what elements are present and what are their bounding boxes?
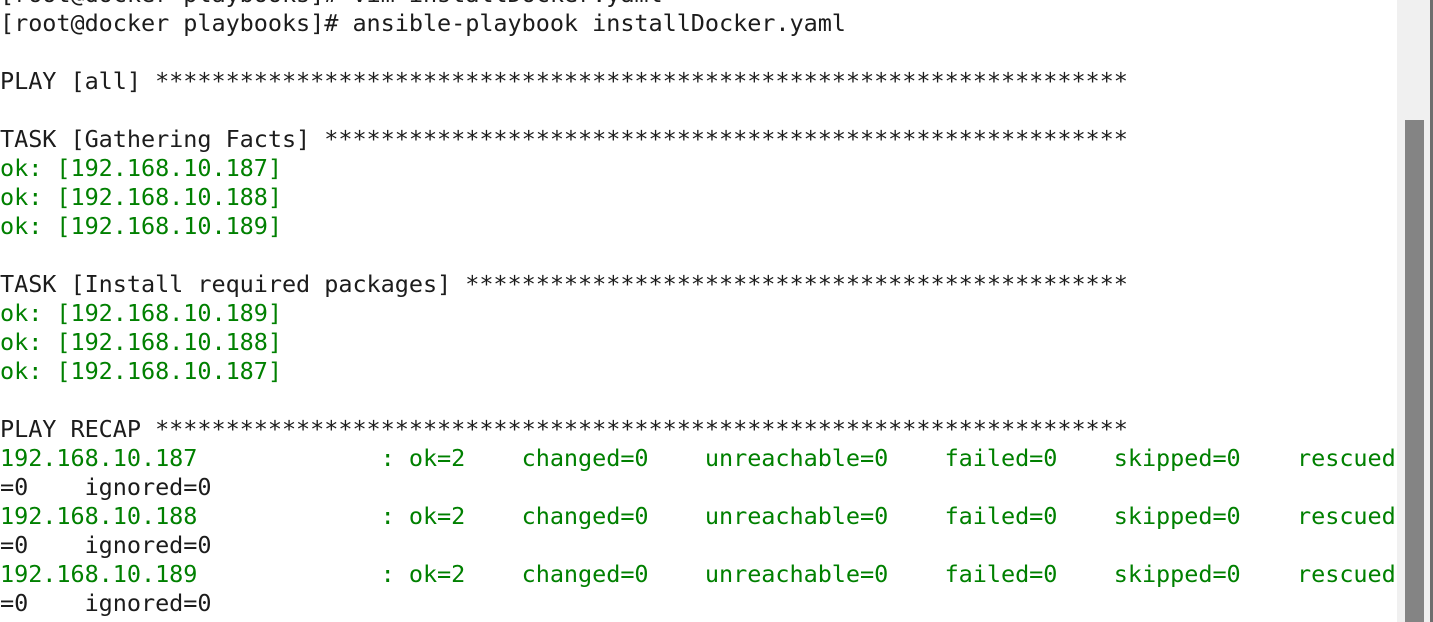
recap-row-187-wrap: =0 ignored=0: [0, 473, 212, 501]
play-recap-header: PLAY RECAP *****************************…: [0, 415, 1128, 443]
task-result-ok-189: ok: [192.168.10.189]: [0, 212, 282, 240]
prompt-ansible-playbook: [root@docker playbooks]# ansible-playboo…: [0, 9, 846, 37]
terminal-output-area[interactable]: [root@docker playbooks]# vim installDock…: [0, 0, 1397, 622]
vertical-scrollbar-thumb[interactable]: [1405, 120, 1424, 622]
task-result-ok-188: ok: [192.168.10.188]: [0, 183, 282, 211]
blank-line: [0, 386, 1397, 415]
task-result-ok-187: ok: [192.168.10.187]: [0, 357, 282, 385]
recap-row-187: 192.168.10.187 : ok=2 changed=0 unreacha…: [0, 444, 1396, 472]
task-result-ok-189: ok: [192.168.10.189]: [0, 299, 282, 327]
task-install-required-packages-header: TASK [Install required packages] *******…: [0, 270, 1128, 298]
play-all-header: PLAY [all] *****************************…: [0, 67, 1128, 95]
terminal-text-buffer: [root@docker playbooks]# vim installDock…: [0, 0, 1397, 617]
recap-row-189: 192.168.10.189 : ok=2 changed=0 unreacha…: [0, 560, 1396, 588]
task-gathering-facts-header: TASK [Gathering Facts] *****************…: [0, 125, 1128, 153]
window-right-border: [1430, 0, 1433, 622]
vertical-scrollbar-track[interactable]: [1397, 0, 1430, 622]
scrollback-prompt-vim: [root@docker playbooks]# vim installDock…: [0, 0, 1397, 9]
blank-line: [0, 241, 1397, 270]
blank-line: [0, 38, 1397, 67]
task-result-ok-188: ok: [192.168.10.188]: [0, 328, 282, 356]
blank-line: [0, 96, 1397, 125]
task-result-ok-187: ok: [192.168.10.187]: [0, 154, 282, 182]
recap-row-188: 192.168.10.188 : ok=2 changed=0 unreacha…: [0, 502, 1396, 530]
recap-row-189-wrap: =0 ignored=0: [0, 589, 212, 617]
recap-row-188-wrap: =0 ignored=0: [0, 531, 212, 559]
